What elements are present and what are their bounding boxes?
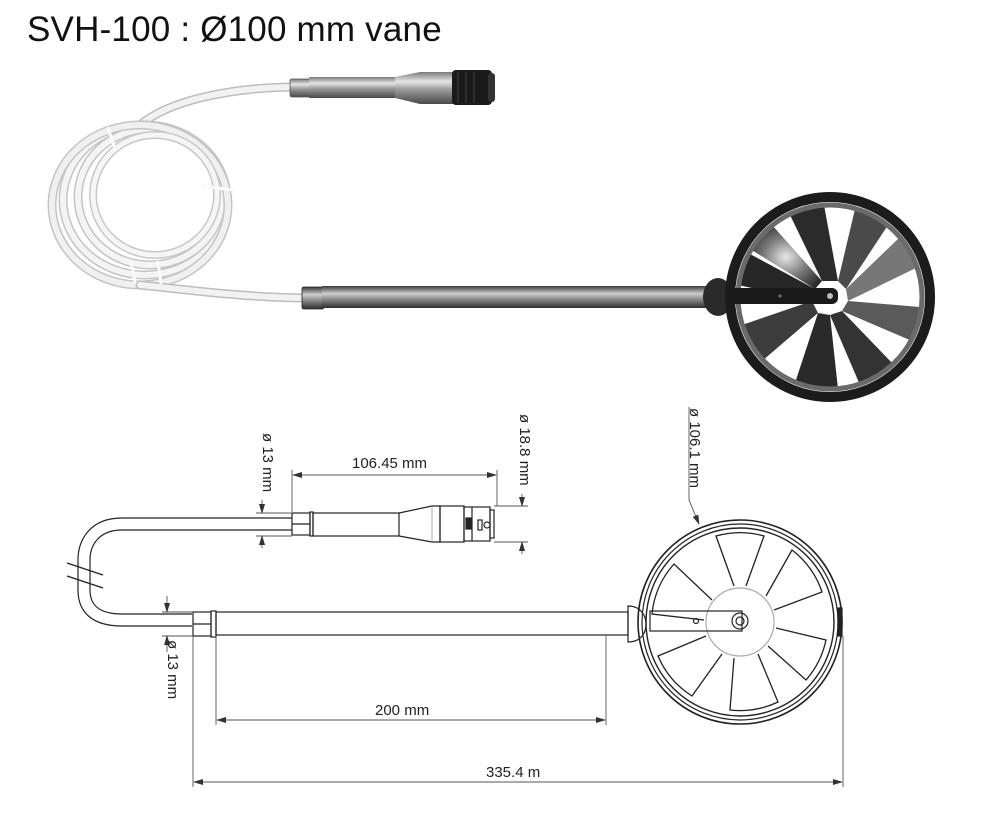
product-photo: [47, 70, 935, 402]
dim-rod-length: 200 mm: [375, 702, 429, 719]
dim-connector-length: 106.45 mm: [352, 455, 427, 472]
rod-outline: [192, 605, 647, 643]
cable-outline: [66, 517, 262, 627]
dim-overall-length: 335.4 m: [486, 764, 540, 781]
vane-head: [703, 192, 935, 402]
page-title: SVH-100 : Ø100 mm vane: [27, 10, 442, 49]
coiled-cable: [47, 82, 309, 303]
dim-connector-diameter-small: ø 13 mm: [259, 433, 276, 492]
dim-connector-diameter-large: ø 18.8 mm: [516, 414, 533, 486]
dim-rod-diameter: ø 13 mm: [164, 640, 181, 699]
vane-outline: [637, 519, 843, 725]
technical-drawing: [66, 407, 844, 787]
dim-vane-diameter: ø 106.1 mm: [686, 408, 703, 488]
connector-outline: [262, 505, 495, 543]
dimension-lines: [162, 407, 844, 787]
probe-rod: [301, 286, 714, 310]
connector-plug: [289, 70, 495, 105]
vane-blades: [738, 205, 920, 390]
